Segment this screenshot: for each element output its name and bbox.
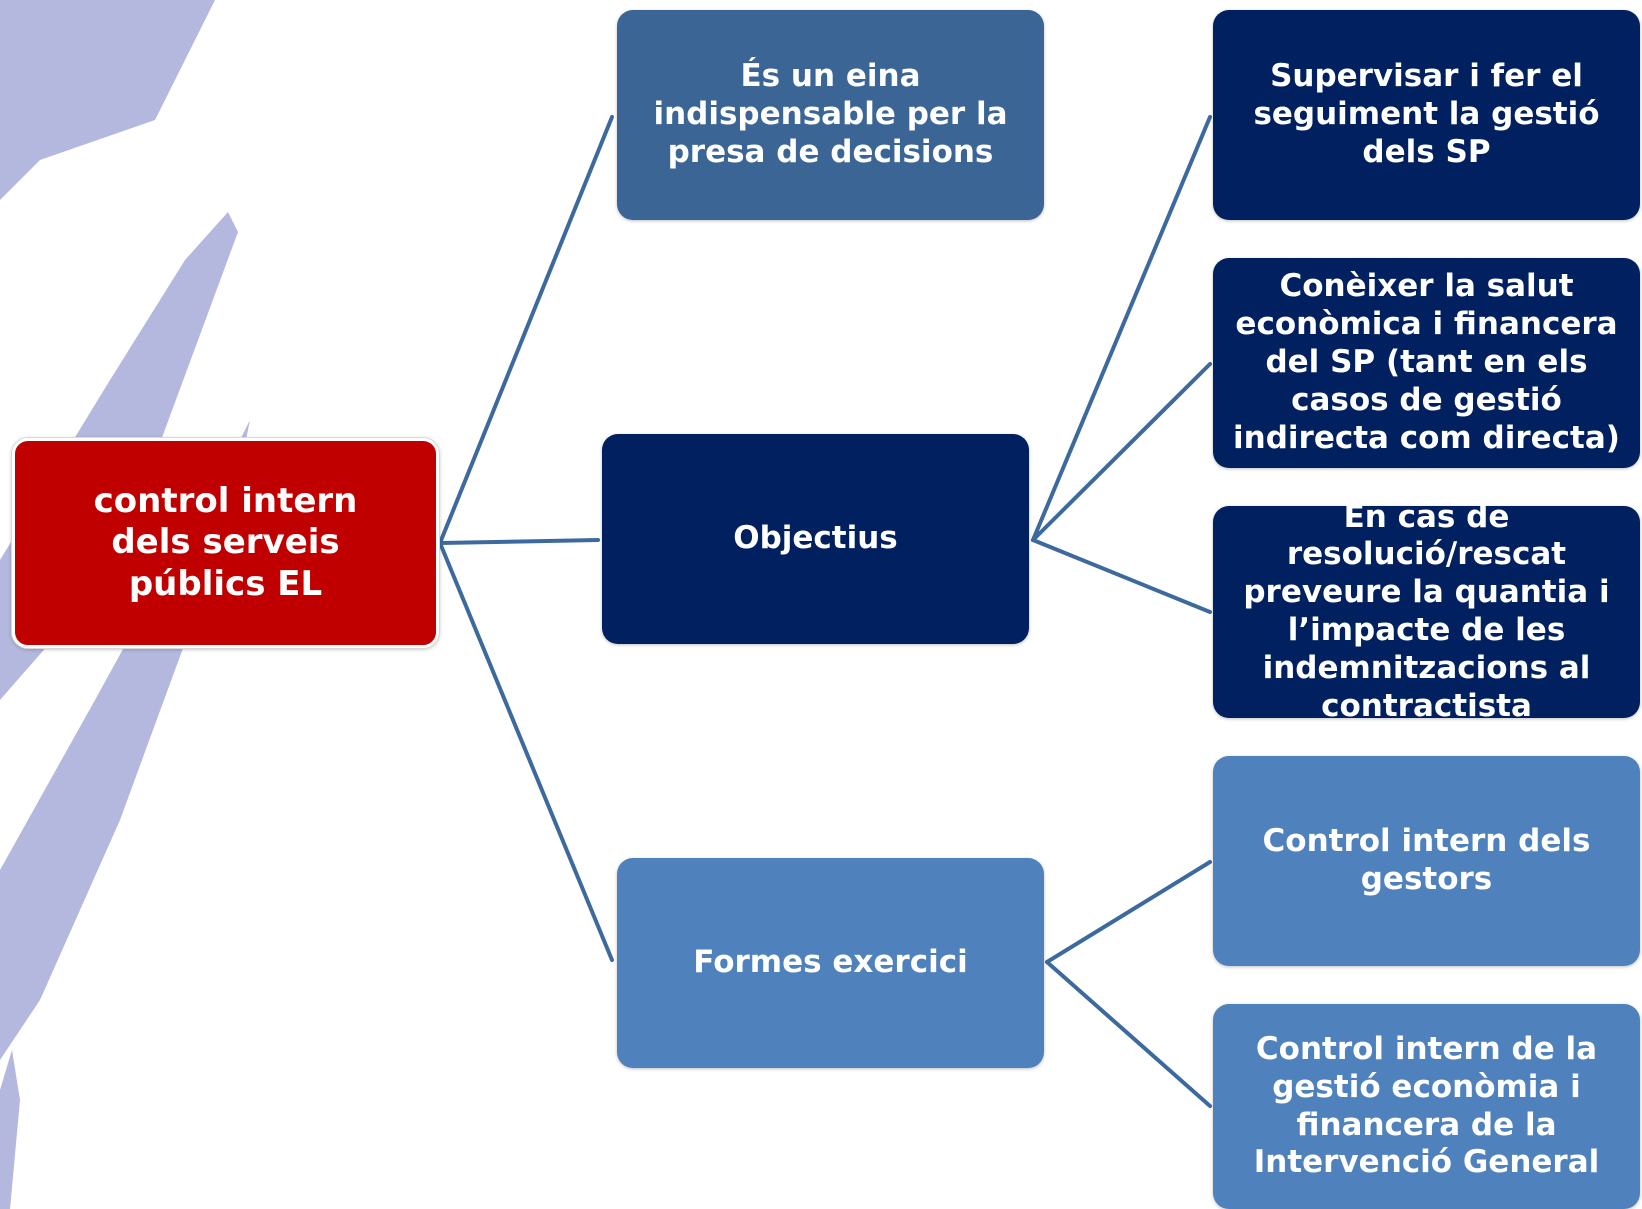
background-stripe — [0, 0, 215, 200]
branch-node-label: És un eina indispensable per la presa de… — [653, 58, 1008, 170]
connector-root-to-branch-1 — [438, 115, 614, 545]
leaf-node-label: Conèixer la salut econòmica i financera … — [1233, 268, 1620, 456]
connector-objectius-to-leaf-1 — [1031, 115, 1212, 542]
leaf-node-label: Supervisar i fer el seguiment la gestió … — [1253, 58, 1600, 170]
branch-node-decision-tool: És un eina indispensable per la presa de… — [617, 10, 1044, 220]
branch-node-label: Objectius — [733, 520, 898, 557]
leaf-node-control-gestors: Control intern dels gestors — [1213, 756, 1640, 966]
connector-root-to-branch-3 — [438, 541, 614, 962]
connector-objectius-to-leaf-3 — [1031, 538, 1212, 614]
branch-node-objectius: Objectius — [602, 434, 1029, 644]
connector-root-to-branch-2 — [438, 538, 600, 545]
leaf-node-resolucio-rescat: En cas de resolució/rescat preveure la q… — [1213, 499, 1640, 724]
leaf-node-coneixer: Conèixer la salut econòmica i financera … — [1213, 258, 1640, 468]
connector-formes-to-leaf-5 — [1045, 960, 1212, 1108]
root-node: control intern dels serveis públics EL — [12, 438, 439, 648]
branch-node-formes-exercici: Formes exercici — [617, 858, 1044, 1068]
connector-objectius-to-leaf-2 — [1031, 362, 1212, 542]
connector-formes-to-leaf-4 — [1045, 860, 1212, 964]
background-stripe — [0, 1050, 20, 1209]
leaf-node-label: En cas de resolució/rescat preveure la q… — [1243, 498, 1610, 724]
leaf-node-label: Control intern dels gestors — [1262, 823, 1591, 897]
root-node-label: control intern dels serveis públics EL — [93, 480, 358, 604]
branch-node-label: Formes exercici — [693, 944, 968, 981]
leaf-node-supervisar: Supervisar i fer el seguiment la gestió … — [1213, 10, 1640, 220]
leaf-node-control-intervencio: Control intern de la gestió econòmia i f… — [1213, 1004, 1640, 1209]
leaf-node-label: Control intern de la gestió econòmia i f… — [1253, 1030, 1600, 1181]
